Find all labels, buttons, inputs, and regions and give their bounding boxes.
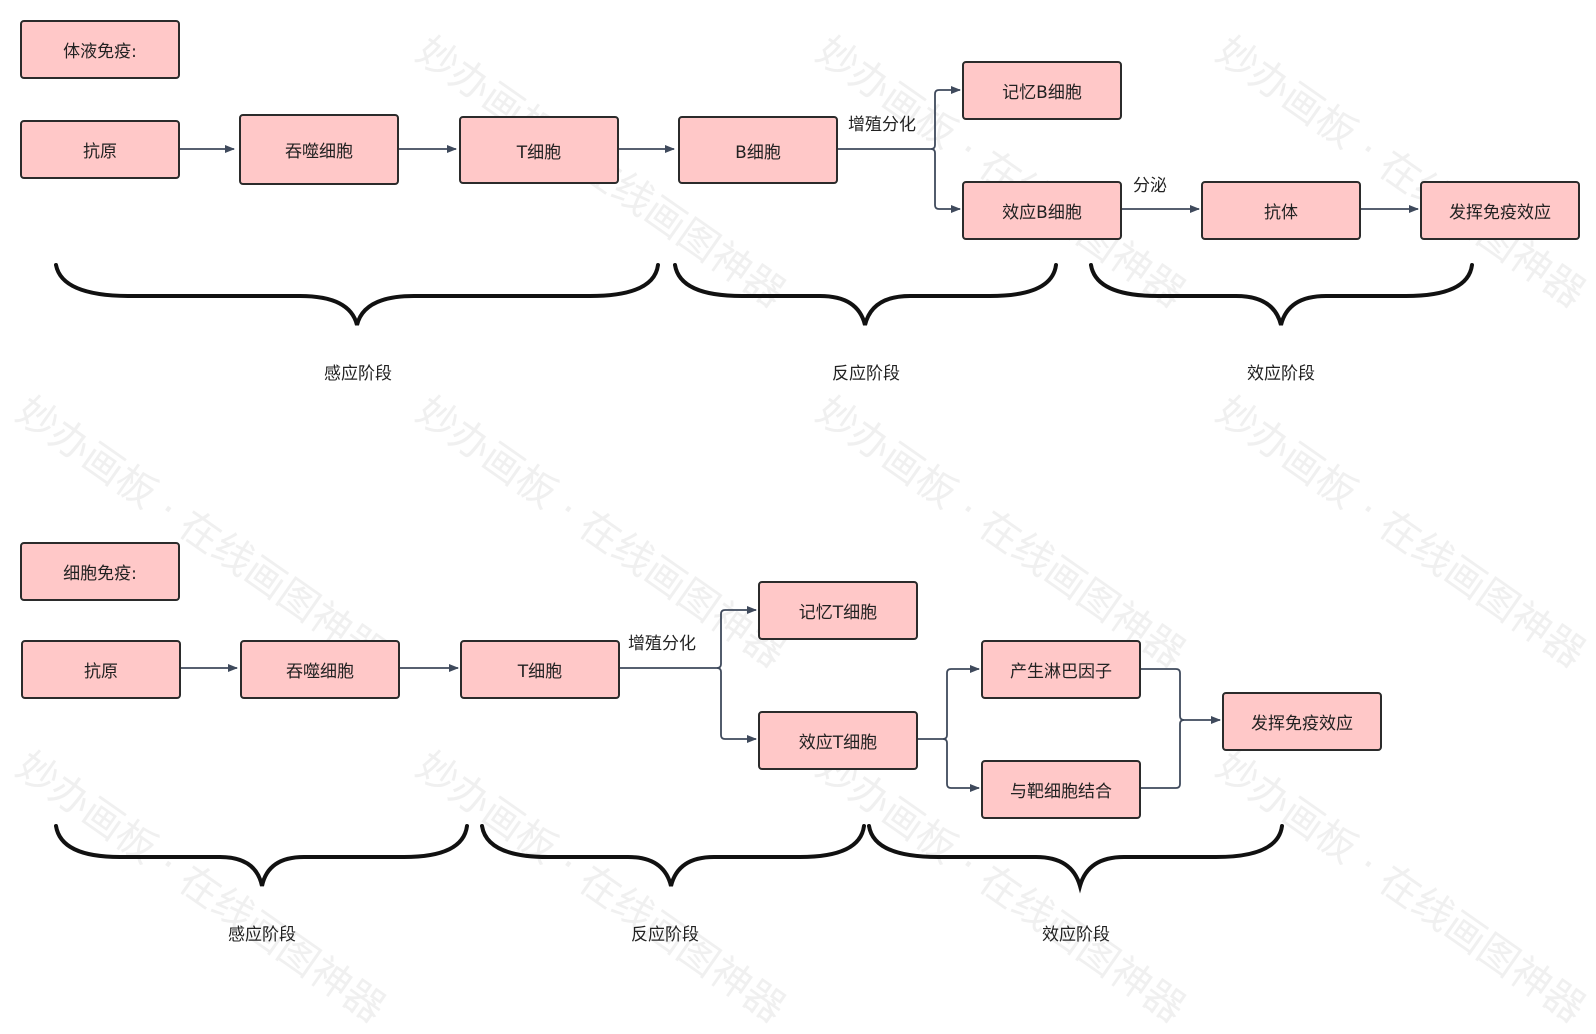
- node-label: T细胞: [516, 142, 562, 163]
- node-label: 抗原: [84, 662, 118, 682]
- humoral-node-memory-b[interactable]: 记忆B细胞: [962, 61, 1122, 120]
- humoral-stage-effect: 效应阶段: [1247, 364, 1315, 384]
- humoral-title: 体液免疫:: [63, 42, 137, 62]
- node-label: T细胞: [517, 662, 563, 682]
- node-label: 记忆B细胞: [1002, 83, 1082, 103]
- brace-humoral-induction: [54, 263, 660, 326]
- node-label: B细胞: [735, 142, 781, 163]
- connector-layer: [54, 86, 1474, 894]
- humoral-node-effect[interactable]: 发挥免疫效应: [1420, 181, 1580, 240]
- cellular-title-box: 细胞免疫:: [20, 542, 180, 601]
- cellular-node-phagocyte[interactable]: 吞噬细胞: [240, 640, 400, 699]
- edge-bcell-effectorb: [930, 148, 961, 213]
- edge-c-effectort-lymphokine: [916, 665, 980, 740]
- cellular-stage-reaction: 反应阶段: [631, 925, 699, 945]
- cellular-stage-effect: 效应阶段: [1042, 925, 1110, 945]
- node-label: 与靶细胞结合: [1010, 782, 1112, 802]
- node-label: 抗体: [1264, 203, 1298, 223]
- node-label: 发挥免疫效应: [1251, 714, 1353, 734]
- brace-cellular-induction: [54, 824, 469, 887]
- edge-c-tcell-effectort: [716, 667, 757, 743]
- brace-cellular-effect: [867, 824, 1284, 894]
- node-label: 产生淋巴因子: [1010, 662, 1112, 682]
- humoral-edge-label-proliferate: 增殖分化: [848, 115, 916, 135]
- cellular-node-memory-t[interactable]: 记忆T细胞: [758, 581, 918, 640]
- node-label: 效应B细胞: [1002, 203, 1082, 223]
- humoral-stage-reaction: 反应阶段: [832, 364, 900, 384]
- humoral-title-box: 体液免疫:: [20, 20, 180, 79]
- cellular-node-t-cell[interactable]: T细胞: [460, 640, 620, 699]
- humoral-node-b-cell[interactable]: B细胞: [678, 116, 838, 184]
- cellular-node-lymphokine[interactable]: 产生淋巴因子: [981, 640, 1141, 699]
- brace-cellular-reaction: [480, 824, 866, 887]
- edge-c-bind-effect: [1139, 719, 1185, 789]
- node-label: 记忆T细胞: [798, 603, 878, 623]
- cellular-node-effector-t[interactable]: 效应T细胞: [758, 711, 918, 770]
- humoral-node-antibody[interactable]: 抗体: [1201, 181, 1361, 240]
- node-label: 效应T细胞: [798, 733, 878, 753]
- humoral-node-phagocyte[interactable]: 吞噬细胞: [239, 114, 399, 185]
- humoral-node-t-cell[interactable]: T细胞: [459, 116, 619, 184]
- cellular-title: 细胞免疫:: [63, 564, 137, 584]
- cellular-edge-label-proliferate: 增殖分化: [628, 634, 696, 654]
- cellular-node-bind-target[interactable]: 与靶细胞结合: [981, 760, 1141, 819]
- node-label: 吞噬细胞: [285, 142, 353, 162]
- node-label: 抗原: [83, 142, 117, 162]
- cellular-node-effect[interactable]: 发挥免疫效应: [1222, 692, 1382, 751]
- edge-c-effectort-bind: [942, 738, 980, 792]
- humoral-stage-induction: 感应阶段: [324, 364, 392, 384]
- humoral-node-antigen[interactable]: 抗原: [20, 120, 180, 179]
- node-label: 发挥免疫效应: [1449, 203, 1551, 223]
- cellular-stage-induction: 感应阶段: [228, 925, 296, 945]
- cellular-node-antigen[interactable]: 抗原: [21, 640, 181, 699]
- brace-humoral-reaction: [673, 263, 1058, 326]
- edge-c-lymphokine-effect: [1139, 668, 1221, 724]
- brace-humoral-effect: [1089, 263, 1474, 326]
- node-label: 吞噬细胞: [286, 662, 354, 682]
- humoral-node-effector-b[interactable]: 效应B细胞: [962, 181, 1122, 240]
- humoral-edge-label-secrete: 分泌: [1133, 176, 1167, 196]
